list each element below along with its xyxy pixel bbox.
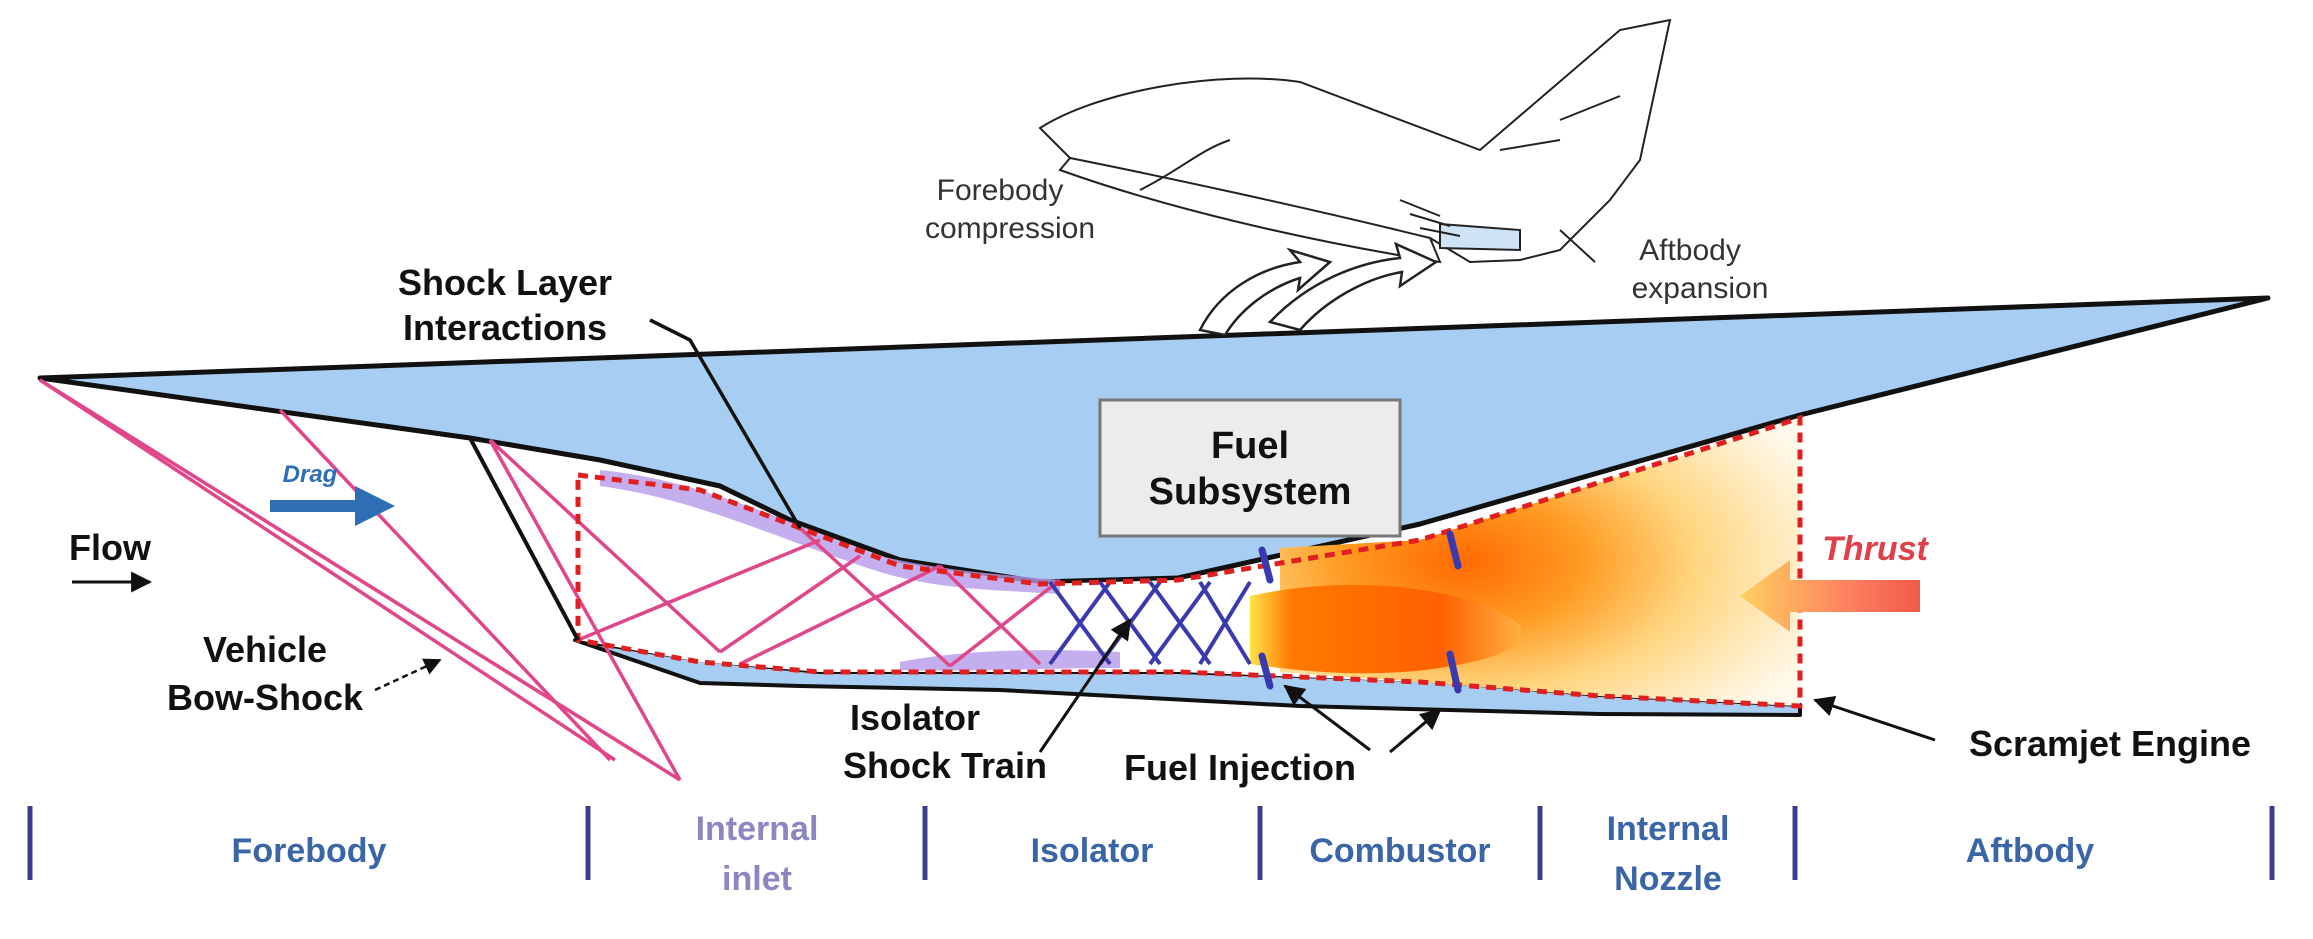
fuel-subsystem-box — [1098, 398, 1402, 538]
section-internal-inlet-1: Internal — [696, 810, 819, 848]
aftbody-expansion-label-1: Aftbody — [1639, 234, 1741, 267]
section-internal-nozzle-2: Nozzle — [1614, 860, 1722, 898]
section-internal-inlet-2: inlet — [722, 860, 792, 898]
isolator-train-leader — [1038, 618, 1132, 753]
fuel-subsystem-label-2: Subsystem — [1149, 471, 1352, 513]
section-internal-nozzle-1: Internal — [1607, 810, 1730, 848]
bow-shock-lines — [39, 378, 682, 782]
aircraft-sketch — [1038, 18, 1672, 264]
section-dividers — [27, 806, 2275, 880]
section-isolator: Isolator — [1031, 832, 1154, 870]
fuel-injectors — [1258, 530, 1462, 694]
engine-boundary-dashed — [575, 414, 1803, 709]
drag-label: Drag — [283, 461, 338, 488]
section-aftbody: Aftbody — [1966, 832, 2095, 870]
combustion-core — [1250, 584, 1522, 674]
forebody-compression-label-2: compression — [925, 212, 1095, 245]
cowl-lip-line — [468, 437, 580, 641]
shock-layer-leader — [649, 318, 802, 529]
curved-arrow-left — [1198, 247, 1333, 337]
fuel-injection-leader-1 — [1283, 684, 1371, 752]
fuel-injection-leader-2 — [1389, 708, 1442, 754]
inlet-reflected-shocks — [488, 438, 1062, 668]
section-combustor: Combustor — [1309, 832, 1490, 870]
drag-arrow — [270, 486, 395, 526]
boundary-layer-lower — [900, 650, 1120, 671]
thrust-arrow — [1740, 560, 1920, 632]
isolator-train-label-1: Isolator — [850, 697, 980, 738]
isolator-train-label-2: Shock Train — [843, 745, 1047, 786]
scramjet-engine-leader — [1813, 696, 1936, 742]
bow-shock-leader — [374, 658, 442, 692]
bow-shock-label-2: Bow-Shock — [167, 677, 364, 718]
forebody-compression-leader — [1139, 139, 1231, 191]
shock-layer-label-2: Interactions — [403, 307, 607, 348]
scramjet-engine-label: Scramjet Engine — [1969, 723, 2251, 764]
boundary-layer-upper — [600, 470, 1060, 594]
forebody-compression-label-1: Forebody — [937, 174, 1064, 207]
shock-layer-label-1: Shock Layer — [398, 262, 612, 303]
fuel-subsystem-label-1: Fuel — [1211, 425, 1289, 467]
section-forebody: Forebody — [232, 832, 387, 870]
curved-arrow-right — [1267, 241, 1439, 332]
flow-label: Flow — [69, 527, 152, 568]
fuel-injection-label: Fuel Injection — [1124, 747, 1356, 788]
thrust-label: Thrust — [1822, 530, 1929, 568]
aftbody-expansion-label-2: expansion — [1632, 272, 1769, 305]
aftbody-expansion-leader — [1559, 229, 1596, 263]
bow-shock-label-1: Vehicle — [203, 629, 327, 670]
